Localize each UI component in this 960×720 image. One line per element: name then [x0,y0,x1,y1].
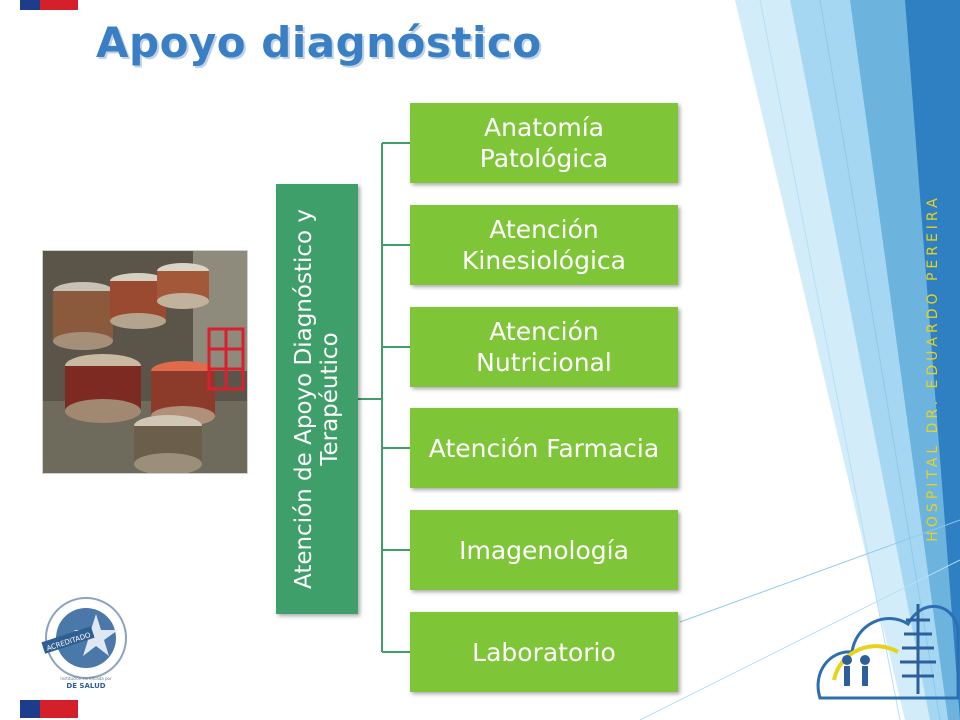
diagram-node-laboratorio: Laboratorio [410,612,678,692]
svg-text:Institución certificada por: Institución certificada por [60,676,112,681]
flag-red-block [40,700,78,718]
flag-blue-block [20,0,40,10]
hospital-side-label: HOSPITAL DR. EDUARDO PEREIRA [925,194,941,542]
diagram-root-label: Atención de Apoyo Diagnóstico y Terapéut… [291,209,343,590]
hospital-logo [816,604,960,700]
diagram-node-farmacia: Atención Farmacia [410,408,678,488]
svg-text:DE SALUD: DE SALUD [66,682,105,690]
flag-stripe-top [20,0,78,10]
diagram-node-nutricional: Atención Nutricional [410,307,678,387]
diagram-node-imagenologia: Imagenología [410,510,678,590]
accreditation-badge-logo: ACREDITADO Institución certificada por D… [41,597,127,690]
petri-dishes-photo [42,250,248,474]
diagram-root-node: Atención de Apoyo Diagnóstico y Terapéut… [276,184,358,614]
diagram-node-anatomia: Anatomía Patológica [410,103,678,183]
flag-stripe-bottom [20,700,78,718]
flag-red-block [40,0,78,10]
slide-title: Apoyo diagnóstico [96,18,542,67]
diagram-node-kinesiologica: Atención Kinesiológica [410,205,678,285]
flag-blue-block [20,700,40,718]
